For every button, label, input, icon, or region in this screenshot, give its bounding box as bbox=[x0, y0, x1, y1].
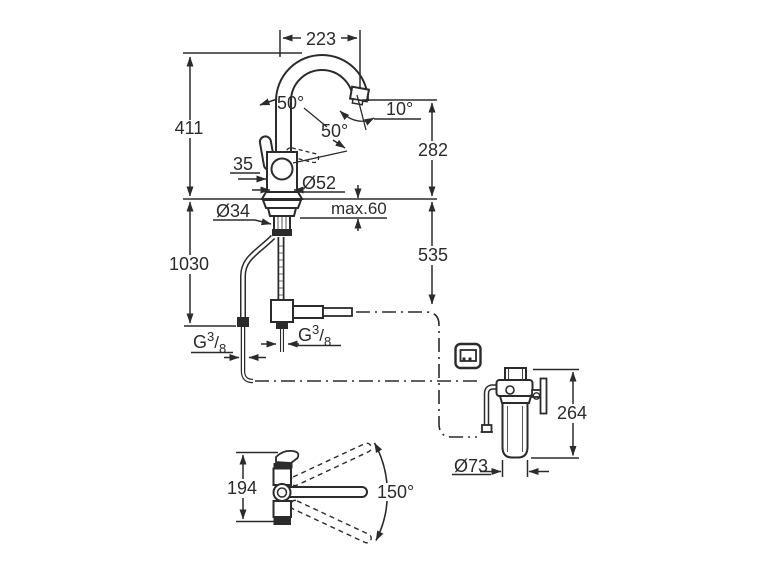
dim-spout-reach: 223 bbox=[306, 29, 336, 49]
filter-head bbox=[495, 379, 534, 397]
dim-spout-outlet-angle: 10° bbox=[386, 99, 413, 119]
dim-lever-offset: 35 bbox=[233, 154, 253, 174]
dim-mounting-hole: Ø34 bbox=[216, 201, 250, 221]
dim-body-diameter: Ø52 bbox=[302, 173, 336, 193]
dim-lever-angle-down: 50° bbox=[321, 121, 348, 141]
dim-lever-angle-up: 50° bbox=[277, 93, 304, 113]
faucet-plan-view bbox=[272, 442, 389, 544]
hose-connector bbox=[237, 317, 249, 327]
bracket-plate bbox=[539, 377, 548, 415]
dim-filter-height: 264 bbox=[557, 403, 587, 423]
tee-valve bbox=[270, 299, 294, 323]
dim-plan-body-depth: 194 bbox=[227, 478, 257, 498]
faucet-front-view bbox=[183, 54, 437, 236]
display-screen bbox=[459, 349, 477, 362]
dim-filter-diameter: Ø73 bbox=[454, 456, 488, 476]
spout-plan bbox=[283, 486, 368, 498]
display-controller bbox=[454, 342, 482, 370]
supply-hoses bbox=[237, 234, 353, 384]
dim-outlet-to-deck: 282 bbox=[418, 140, 448, 160]
dim-hose-length: 1030 bbox=[169, 254, 209, 274]
dim-spout-height: 411 bbox=[175, 118, 204, 138]
dim-swivel-range: 150° bbox=[377, 482, 414, 502]
hose-routing-lines bbox=[255, 311, 478, 438]
filter-unit bbox=[480, 367, 548, 459]
thread-label-center: G3/8 bbox=[298, 322, 331, 349]
filter-cartridge bbox=[501, 402, 529, 459]
thread-label-left: G3/8 bbox=[193, 329, 226, 356]
dim-deck-to-hose: 535 bbox=[418, 245, 448, 265]
dim-max-deck-thickness: max.60 bbox=[331, 199, 387, 218]
dimension-labels: 223 411 1030 282 535 50° 10° 50° 35 Ø52 … bbox=[167, 29, 590, 502]
